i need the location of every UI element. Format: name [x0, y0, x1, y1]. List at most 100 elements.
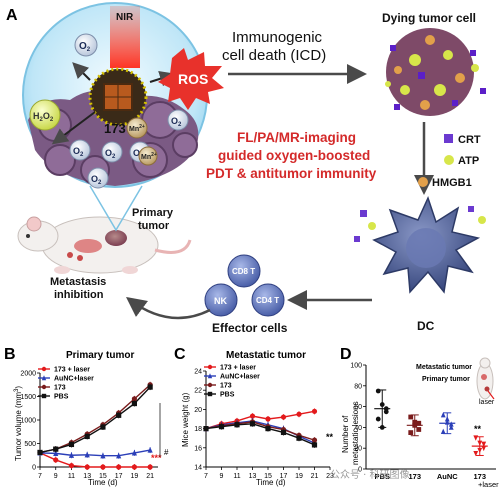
- data-point: [473, 435, 479, 441]
- data-point: [280, 429, 287, 436]
- panel-b-xlabel: Time (d): [88, 478, 118, 487]
- nanoparticle-173: [88, 67, 148, 127]
- data-point: [473, 451, 479, 457]
- data-point: [383, 406, 389, 412]
- dying-cell-label: Dying tumor cell: [382, 11, 476, 25]
- legend-marker: [207, 382, 213, 388]
- primary-tumor-line2: tumor: [138, 220, 170, 232]
- data-point: [440, 412, 446, 418]
- panel-b-ylabel: Tumor volume (mm3): [14, 386, 23, 461]
- data-point: [131, 400, 137, 407]
- x-tick-label: 13: [249, 473, 257, 480]
- data-point: [412, 422, 418, 428]
- data-point: [131, 464, 137, 470]
- data-point: [448, 424, 454, 430]
- data-point: [37, 449, 43, 456]
- data-point: [131, 449, 137, 456]
- data-point: [147, 384, 153, 390]
- svg-text:Mn2+: Mn2+: [129, 124, 145, 133]
- nir-label: NIR: [116, 12, 134, 23]
- panel-b-sig: ***: [151, 453, 162, 463]
- data-point: [311, 437, 318, 443]
- imaging-line3: PDT & antitumor immunity: [206, 166, 377, 181]
- panel-d-chart: D Number of metastatic lesions Metastati…: [340, 346, 499, 489]
- series-line: [39, 449, 151, 457]
- legend-label: AuNC+laser: [220, 374, 260, 381]
- y-tick-label: 20: [194, 407, 202, 414]
- y-tick-label: 40: [354, 425, 362, 432]
- atp-label: ATP: [458, 155, 479, 167]
- legend-marker: [207, 391, 213, 397]
- panel-c-xlabel: Time (d): [256, 478, 286, 487]
- svg-text:H2O2: H2O2: [33, 111, 54, 123]
- x-tick-label: 13: [83, 473, 91, 480]
- data-point: [84, 433, 90, 440]
- y-tick-label: 1500: [20, 394, 36, 401]
- data-point: [311, 442, 318, 448]
- legend-label: 173: [220, 383, 232, 390]
- y-tick-label: 14: [194, 465, 202, 472]
- data-point: [296, 411, 302, 417]
- data-point: [444, 419, 450, 425]
- o2-molecule: O2: [69, 139, 91, 161]
- cd8-t-cell: [227, 254, 261, 288]
- data-point: [53, 450, 59, 456]
- icd-title-line2: cell death (ICD): [222, 47, 326, 64]
- x-tick-label: 15: [99, 473, 107, 480]
- data-point: [68, 462, 75, 469]
- data-point: [416, 427, 422, 432]
- legend-label: PBS: [220, 392, 235, 399]
- imaging-line2: guided oxygen-boosted: [218, 148, 370, 163]
- data-point: [412, 419, 418, 425]
- y-tick-label: 18: [194, 426, 202, 433]
- data-point: [448, 421, 454, 427]
- metastasis-mark: [74, 239, 102, 253]
- svg-text:O2: O2: [79, 41, 91, 53]
- nk-label: NK: [214, 296, 227, 306]
- cd4-t-cell: [251, 283, 285, 317]
- hmgb1-icon: [418, 177, 428, 187]
- data-point: [249, 421, 256, 427]
- x-tick-label: 7: [204, 473, 208, 480]
- data-point: [116, 464, 122, 470]
- y-tick-label: 500: [24, 441, 36, 448]
- x-tick-label: 7: [38, 473, 42, 480]
- data-point: [477, 447, 483, 454]
- x-tick-label: 19: [131, 473, 139, 480]
- dendritic-cell: [372, 195, 481, 294]
- data-point: [416, 420, 422, 426]
- x-tick-label: 11: [68, 473, 75, 480]
- data-point: [280, 414, 287, 420]
- y-tick-label: 16: [194, 445, 202, 452]
- y-tick-label: 20: [354, 446, 362, 453]
- x-tick-label: 21: [311, 473, 319, 480]
- panel-c-sig: **: [326, 432, 334, 442]
- x-tick-label: 15: [264, 473, 272, 480]
- series-line: [39, 452, 151, 468]
- legend-marker: [41, 366, 47, 372]
- dying-tumor-cell: [385, 28, 486, 116]
- y-tick-label: 1000: [20, 418, 36, 425]
- data-point: [68, 441, 75, 448]
- series-line: [205, 410, 315, 430]
- svg-text:O2: O2: [105, 148, 116, 160]
- magnify-pointer: [89, 185, 143, 232]
- data-point: [477, 440, 483, 446]
- legend-marker: [41, 384, 47, 390]
- nir-beam: [110, 6, 140, 68]
- panel-a-label: A: [6, 7, 18, 24]
- panel-c-title: Metastatic tumor: [226, 350, 306, 361]
- data-point: [116, 452, 122, 459]
- data-point: [408, 414, 414, 420]
- data-point: [481, 445, 487, 452]
- o2-molecule: O2: [87, 167, 109, 189]
- o2-molecule: O2: [167, 109, 189, 131]
- crt-particle: [354, 236, 360, 242]
- x-tick-label: 9: [220, 473, 224, 480]
- data-point: [249, 413, 256, 419]
- data-point: [53, 457, 59, 463]
- cd4-label: CD4 T: [256, 296, 279, 305]
- x-tick-label: 23: [326, 473, 334, 480]
- inset-mouse: [476, 357, 495, 400]
- data-point: [203, 426, 209, 432]
